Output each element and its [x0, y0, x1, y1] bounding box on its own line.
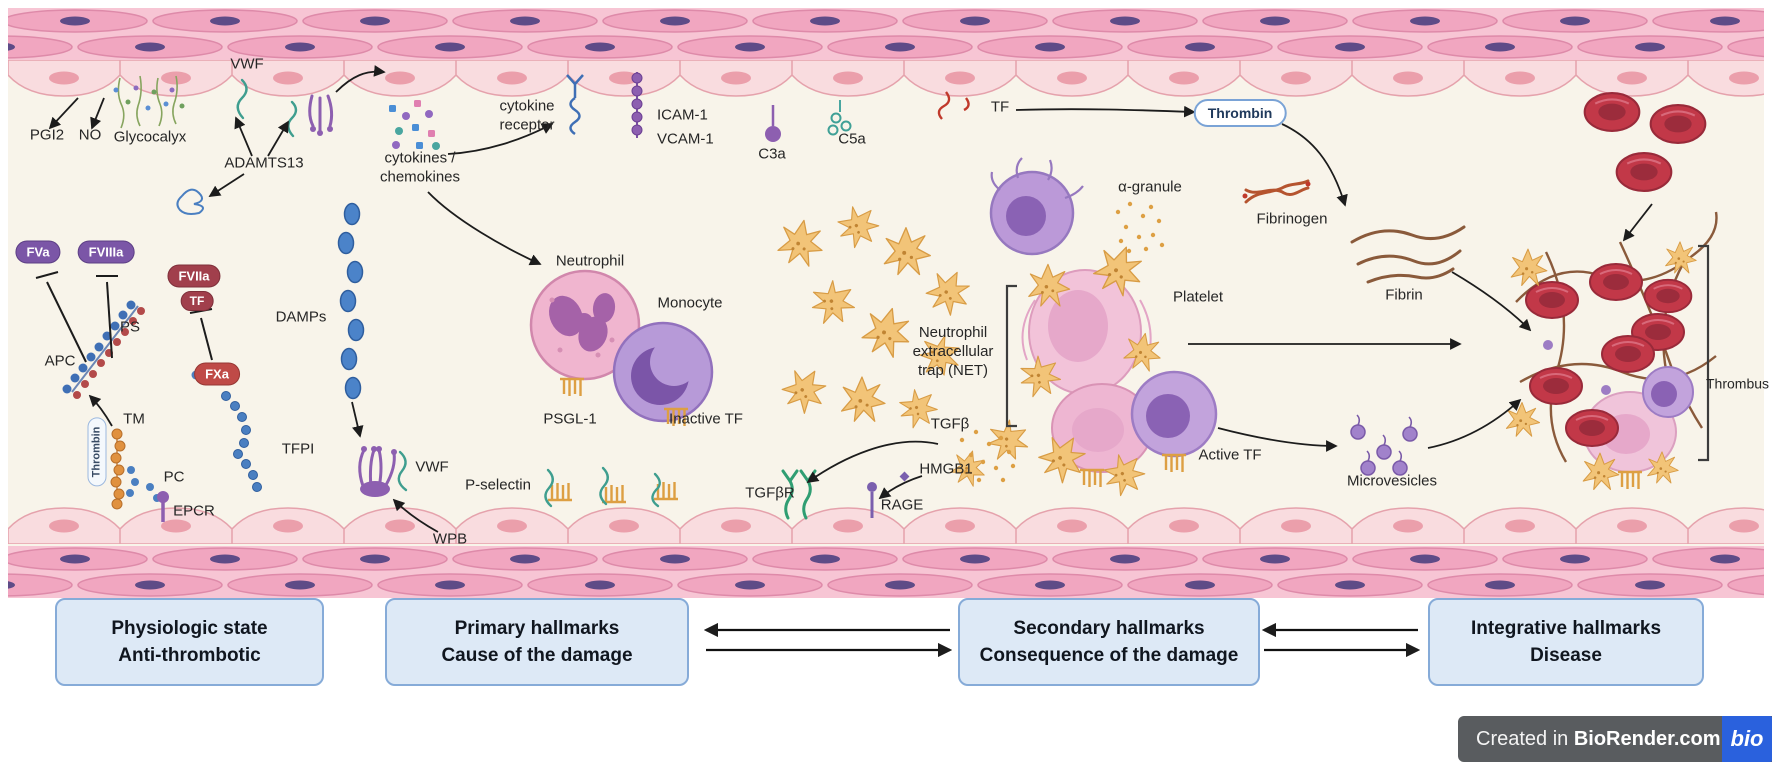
monocyte-cell	[612, 321, 714, 428]
label-thrombus: Thrombus	[1706, 375, 1770, 392]
pill-fviiia: FVIIIa	[77, 240, 135, 264]
label-cytokine-receptor: cytokine receptor	[499, 97, 555, 133]
wpb-vwf-release	[358, 446, 408, 497]
pill-fxa: FXa	[194, 362, 240, 386]
label-glycocalyx: Glycocalyx	[113, 128, 187, 146]
tgfb-spray	[959, 429, 1016, 483]
label-epcr: EPCR	[173, 502, 215, 520]
stage-subtitle: Anti-thrombotic	[118, 644, 261, 666]
damps-column	[337, 202, 365, 400]
badge-text: Created in BioRender.com	[1458, 728, 1722, 751]
rage-glyph	[867, 482, 877, 518]
badge-prefix: Created in	[1476, 727, 1574, 750]
label-microvesicles: Microvesicles	[1346, 472, 1438, 490]
label-alpha-granule: α-granule	[1118, 178, 1182, 196]
pill-thrombin-right: Thrombin	[1193, 99, 1287, 127]
fibrinogen-glyph	[1242, 179, 1311, 204]
label-cytokines: cytokines / chemokines	[379, 149, 461, 185]
stage-title: Integrative hallmarks	[1470, 617, 1662, 639]
label-vwf-top: VWF	[230, 55, 264, 73]
label-vwf-bottom: VWF	[415, 458, 449, 476]
cytokine-receptor-glyph	[566, 74, 584, 136]
label-inactive-tf: Inactive TF	[669, 410, 743, 428]
thrombus-cluster	[1505, 211, 1718, 491]
c3a-glyph	[765, 105, 781, 142]
label-damps: DAMPs	[275, 308, 327, 326]
label-active-tf: Active TF	[1198, 446, 1262, 464]
lumen-background	[8, 58, 1764, 546]
fibrin-glyph	[1350, 225, 1466, 284]
biorender-badge[interactable]: Created in BioRender.com bio	[1458, 716, 1772, 762]
stage-title: Physiologic state	[111, 617, 268, 639]
cytokines-cluster	[389, 100, 440, 150]
label-tfpi: TFPI	[281, 440, 315, 458]
label-p-selectin: P-selectin	[465, 476, 531, 494]
label-tm: TM	[123, 410, 145, 428]
label-wpb: WPB	[432, 530, 468, 548]
net-cluster	[948, 157, 1218, 502]
label-platelet: Platelet	[1172, 288, 1224, 306]
label-c3a: C3a	[758, 145, 786, 163]
label-monocyte: Monocyte	[657, 294, 723, 312]
label-fibrinogen: Fibrinogen	[1256, 210, 1328, 228]
flow-arrows	[48, 65, 1653, 533]
label-fibrin: Fibrin	[1385, 286, 1423, 304]
hmgb1-ligand	[899, 471, 910, 482]
endothelium-top	[8, 60, 1764, 106]
stage-arrows	[703, 622, 1421, 658]
vwf-strings	[176, 78, 298, 215]
tf-glyph	[937, 91, 970, 120]
pill-fva: FVa	[15, 240, 61, 264]
badge-brand: BioRender.com	[1573, 727, 1721, 750]
label-ps: PS	[119, 318, 141, 336]
stage-title: Primary hallmarks	[454, 617, 620, 639]
pill-fviia: FVIIa	[167, 264, 221, 288]
label-pgi2: PGI2	[29, 126, 65, 144]
stage-box-physiologic: Physiologic state Anti-thrombotic	[55, 598, 324, 686]
smooth-muscle-top	[8, 8, 1764, 60]
stage-subtitle: Cause of the damage	[441, 644, 633, 666]
label-icam1: ICAM-1	[657, 106, 708, 124]
label-net: Neutrophil extracellular trap (NET)	[912, 323, 994, 379]
label-rage: RAGE	[880, 496, 924, 514]
neutrophil-cell	[529, 269, 641, 398]
label-apc: APC	[44, 352, 76, 370]
p-selectin-glyphs	[544, 466, 680, 508]
label-hmgb1: HMGB1	[919, 460, 973, 478]
stage-title: Secondary hallmarks	[1013, 617, 1205, 639]
icam-vcam-glyph	[631, 72, 643, 138]
label-neutrophil: Neutrophil	[555, 252, 625, 270]
label-tgfbr: TGFβR	[745, 484, 795, 502]
net-bracket	[1005, 284, 1017, 428]
endothelium-bottom	[8, 498, 1764, 544]
label-no: NO	[78, 126, 102, 144]
c5a-glyph	[827, 100, 852, 136]
stage-subtitle: Disease	[1530, 644, 1602, 666]
label-psgl1: PSGL-1	[543, 410, 597, 428]
biorender-logo: bio	[1722, 716, 1772, 762]
stage-box-primary: Primary hallmarks Cause of the damage	[385, 598, 689, 686]
smooth-muscle-bottom	[8, 546, 1764, 598]
thrombus-bracket	[1698, 244, 1710, 462]
pill-tf-complex: TF	[180, 291, 214, 311]
label-tgfb: TGFβ	[930, 415, 970, 433]
stage-subtitle: Consequence of the damage	[979, 644, 1239, 666]
stage-box-integrative: Integrative hallmarks Disease	[1428, 598, 1704, 686]
label-c5a: C5a	[838, 130, 866, 148]
apc-ps-complex	[35, 271, 145, 399]
pill-thrombin-left: Thrombin	[87, 417, 107, 487]
glycocalyx-structure	[113, 75, 185, 129]
alpha-granule-spray	[1115, 201, 1165, 254]
tm-pc-epcr-complex	[110, 428, 169, 522]
label-pc: PC	[163, 468, 185, 486]
label-vcam1: VCAM-1	[657, 130, 714, 148]
label-adamts13: ADAMTS13	[224, 154, 304, 172]
stage-box-secondary: Secondary hallmarks Consequence of the d…	[958, 598, 1260, 686]
label-tf-right: TF	[990, 98, 1010, 116]
wpb-release-top	[308, 94, 334, 136]
